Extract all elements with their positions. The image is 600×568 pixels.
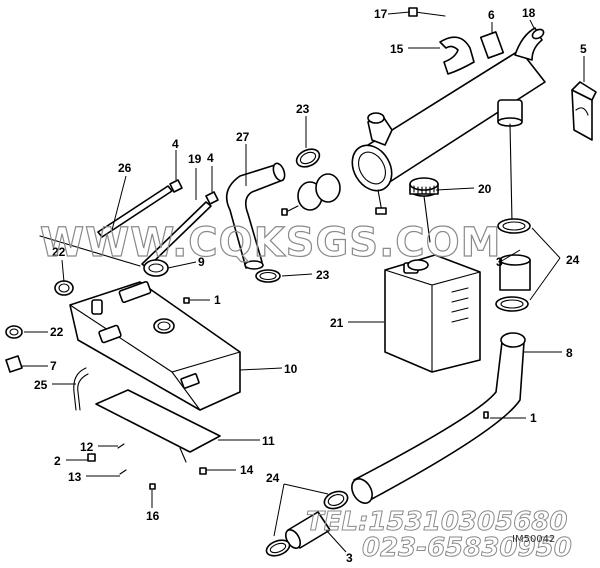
reservoir-assembly [384,177,481,373]
callout-3-lower: 3 [346,551,353,565]
watermark-phone: 023-65830950 [362,533,572,563]
callout-13: 13 [68,470,82,484]
callout-3-upper: 3 [496,255,503,269]
callout-22-upper: 22 [52,245,66,259]
callout-16: 16 [146,509,160,523]
callout-9: 9 [198,255,205,269]
callout-labels: 17 6 18 15 5 23 27 4 4 19 26 20 22 9 23 … [34,6,587,565]
callout-18: 18 [522,6,536,20]
callout-24-upper: 24 [566,253,580,267]
callout-10: 10 [284,362,298,376]
watermark-tel: TEL:15310305680 [306,507,567,537]
callout-2: 2 [54,454,61,468]
callout-25: 25 [34,378,48,392]
pipe-24-8-assembly [351,123,531,504]
main-tube-assembly [351,7,597,192]
callout-4-right: 4 [207,151,214,165]
callout-8: 8 [566,346,573,360]
callout-7: 7 [50,359,57,373]
callout-26: 26 [118,161,132,175]
leader-lines [22,11,585,553]
callout-5: 5 [580,42,587,56]
callout-15: 15 [390,42,404,56]
callout-22-lower: 22 [50,325,64,339]
callout-4-left: 4 [172,137,179,151]
watermark-site: WWW.CQKSGS.COM [40,220,501,266]
callout-11: 11 [262,434,275,448]
tank-bracket-assembly [5,179,241,490]
callout-21: 21 [330,316,344,330]
callout-14: 14 [240,463,254,477]
callout-12: 12 [80,440,94,454]
hose-27-assembly [225,148,387,283]
callout-27: 27 [236,130,250,144]
bottom-elbow-assembly [265,490,349,557]
callout-1-left: 1 [214,293,221,307]
callout-6: 6 [488,8,495,22]
callout-23-upper: 23 [296,102,310,116]
callout-20: 20 [478,182,492,196]
callout-24-lower: 24 [266,471,280,485]
callout-23-lower: 23 [316,268,330,282]
callout-17: 17 [374,7,388,21]
callout-1-right: 1 [530,411,537,425]
callout-19: 19 [188,152,202,166]
drawing-number-stamp: IM50042 [512,534,555,545]
